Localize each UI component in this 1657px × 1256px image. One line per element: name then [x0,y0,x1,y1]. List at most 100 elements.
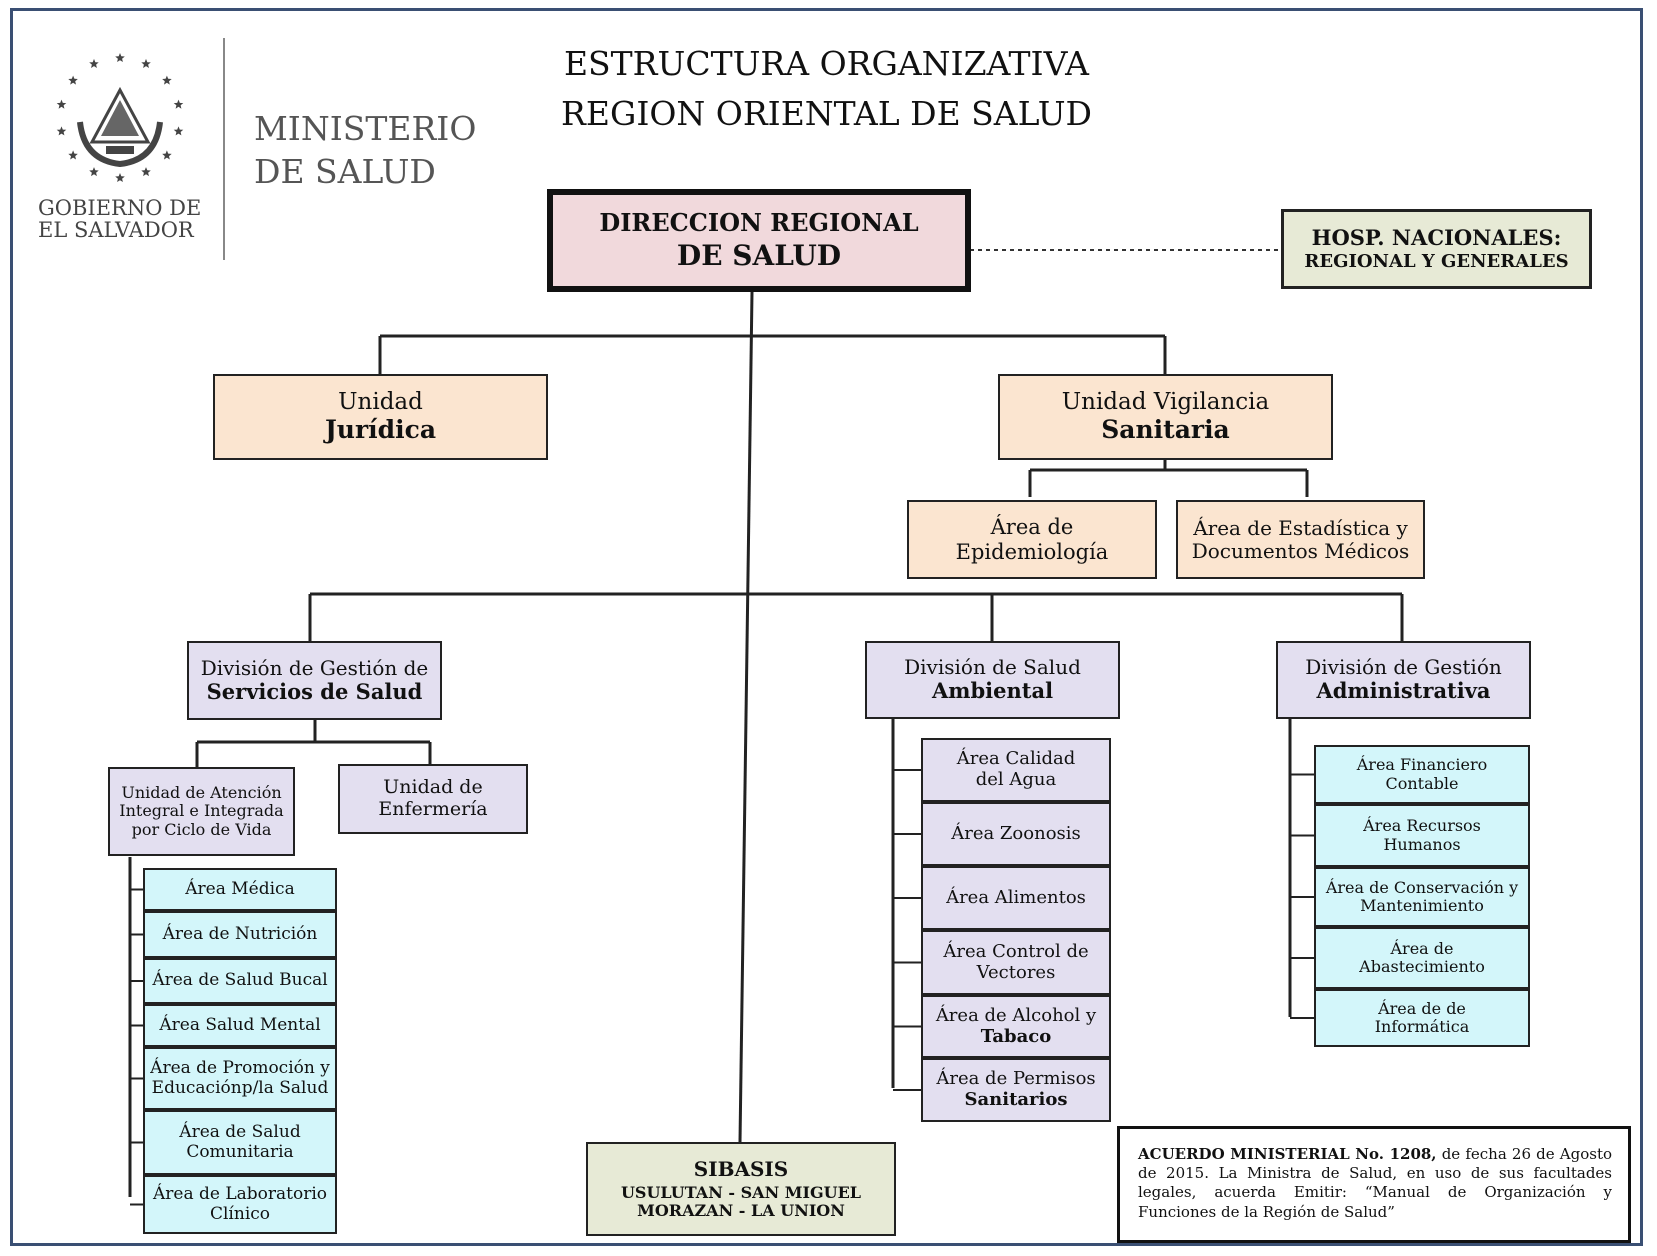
logo-government: GOBIERNO DE EL SALVADOR [38,197,208,241]
servicios-area-2: Área de Nutrición [143,911,337,958]
ambiental-area-5-line2: Tabaco [980,1025,1052,1047]
star-icon [89,58,99,68]
node-estadistica-line1: Área de Estadística y [1193,515,1408,540]
logo-ministry-line1: MINISTERIO [254,109,477,148]
node-div-admin-line1: División de Gestión [1305,655,1502,680]
star-icon [173,99,184,109]
node-area-estadistica: Área de Estadística y Documentos Médicos [1176,500,1425,579]
node-enfermeria-line2: Enfermería [378,798,488,820]
star-icon [141,167,151,177]
admin-area-5-line2: Informática [1374,1017,1470,1036]
star-icon [56,99,67,109]
main-trunk-line [738,291,754,1143]
admin-area-4-line2: Abastecimiento [1359,957,1485,976]
ambiental-area-3-line1: Área Alimentos [946,886,1086,908]
acuerdo-note-text: de fecha 26 de Agosto de 2015. La Minist… [1138,1145,1613,1221]
admin-area-1-line2: Contable [1385,773,1459,793]
ambiental-area-5-line1: Área de Alcohol y [935,1004,1097,1026]
chart-title-line2: REGION ORIENTAL DE SALUD [561,94,1092,133]
node-hospitales-line2: REGIONAL Y GENERALES [1304,250,1569,272]
servicios-area-3: Área de Salud Bucal [143,958,337,1004]
node-vigilancia-line2: Sanitaria [1101,414,1230,444]
node-div-servicios-line1: División de Gestión de [200,655,429,680]
admin-area-3-line2: Mantenimiento [1360,896,1484,915]
node-unidad-juridica: Unidad Jurídica [213,374,548,460]
star-icon [141,58,151,68]
admin-area-1-line1: Área Financiero [1356,755,1488,775]
node-direccion-regional: DIRECCION REGIONAL DE SALUD [547,189,971,292]
servicios-area-4-line1: Área Salud Mental [159,1014,321,1035]
node-div-ambiental-line2: Ambiental [931,678,1054,704]
ambiental-area-4-line2: Vectores [976,961,1056,983]
coat-of-arms-logo [56,53,184,182]
node-direccion-line2: DE SALUD [676,239,842,273]
node-sibasis-line1: SIBASIS [693,1156,789,1181]
star-icon [115,53,125,62]
star-icon [173,126,184,136]
branch-units-line [378,334,1167,374]
ambiental-area-6-line1: Área de Permisos [936,1068,1096,1090]
node-sibasis-line3: MORAZAN - LA UNION [637,1201,845,1220]
logo-government-line1: GOBIERNO DE [38,196,202,220]
acuerdo-note: ACUERDO MINISTERIAL No. 1208, de fecha 2… [1117,1126,1631,1243]
servicios-area-1-line1: Área Médica [185,878,295,899]
node-juridica-line1: Unidad [338,389,423,416]
branch-vigilancia-line [1028,460,1309,497]
servicios-area-1: Área Médica [143,868,337,911]
servicios-area-7-line2: Clínico [209,1203,271,1224]
servicios-area-6-line1: Área de Salud [179,1121,301,1142]
node-division-ambiental: División de Salud Ambiental [865,641,1120,719]
servicios-area-6-line2: Comunitaria [186,1141,294,1162]
node-area-epidemiologia: Área de Epidemiología [907,500,1157,579]
logo-ministry: MINISTERIO DE SALUD [254,108,476,194]
star-icon [89,167,99,177]
node-enfermeria-line1: Unidad de [383,776,483,799]
star-icon [68,150,78,160]
ambiental-area-6-line2: Sanitarios [964,1089,1068,1110]
star-icon [162,75,172,85]
node-juridica-line2: Jurídica [324,414,437,444]
node-epidemiologia-line1: Área de [990,515,1074,540]
chart-title-line1: ESTRUCTURA ORGANIZATIVA [563,44,1090,83]
node-sibasis-line2: USULUTAN - SAN MIGUEL [620,1182,862,1202]
admin-area-2-line2: Humanos [1383,834,1461,854]
ambiental-area-2: Área Zoonosis [921,802,1111,866]
ambiental-area-1-line1: Área Calidad [956,748,1076,770]
node-division-administrativa: División de Gestión Administrativa [1276,641,1531,719]
star-icon [56,126,67,136]
node-uaiic-line2: Integral e Integrada [119,801,284,821]
star-icon [68,75,78,85]
admin-area-3-line1: Área de Conservación y [1325,877,1519,897]
admin-area-4-line1: Área de [1390,938,1454,958]
logo-government-line2: EL SALVADOR [38,218,194,243]
node-unidad-vigilancia: Unidad Vigilancia Sanitaria [998,374,1333,460]
admin-area-2-line1: Área Recursos [1363,816,1481,836]
node-direccion-line1: DIRECCION REGIONAL [599,207,919,237]
acuerdo-note-bold: ACUERDO MINISTERIAL No. 1208, [1138,1145,1437,1163]
node-unidad-enfermeria: Unidad de Enfermería [338,764,528,834]
node-hospitales: HOSP. NACIONALES: REGIONAL Y GENERALES [1281,209,1592,289]
node-division-servicios: División de Gestión de Servicios de Salu… [187,641,442,720]
node-uaiic-line1: Unidad de Atención [121,782,282,802]
servicios-area-3-line1: Área de Salud Bucal [152,970,328,991]
logo-divider [223,38,225,260]
ambiental-area-3: Área Alimentos [921,866,1111,930]
servicios-area-7-line1: Área de Laboratorio [152,1183,328,1204]
servicios-area-5-line1: Área de Promoción y [150,1057,330,1078]
ambiental-area-4-line1: Área Control de [943,940,1089,962]
star-icon [115,173,125,182]
servicios-area-5-line2: Educaciónp/la Salud [151,1077,329,1098]
branch-servicios-line [195,720,432,767]
node-vigilancia-line1: Unidad Vigilancia [1061,389,1270,416]
node-div-admin-line2: Administrativa [1316,678,1491,704]
